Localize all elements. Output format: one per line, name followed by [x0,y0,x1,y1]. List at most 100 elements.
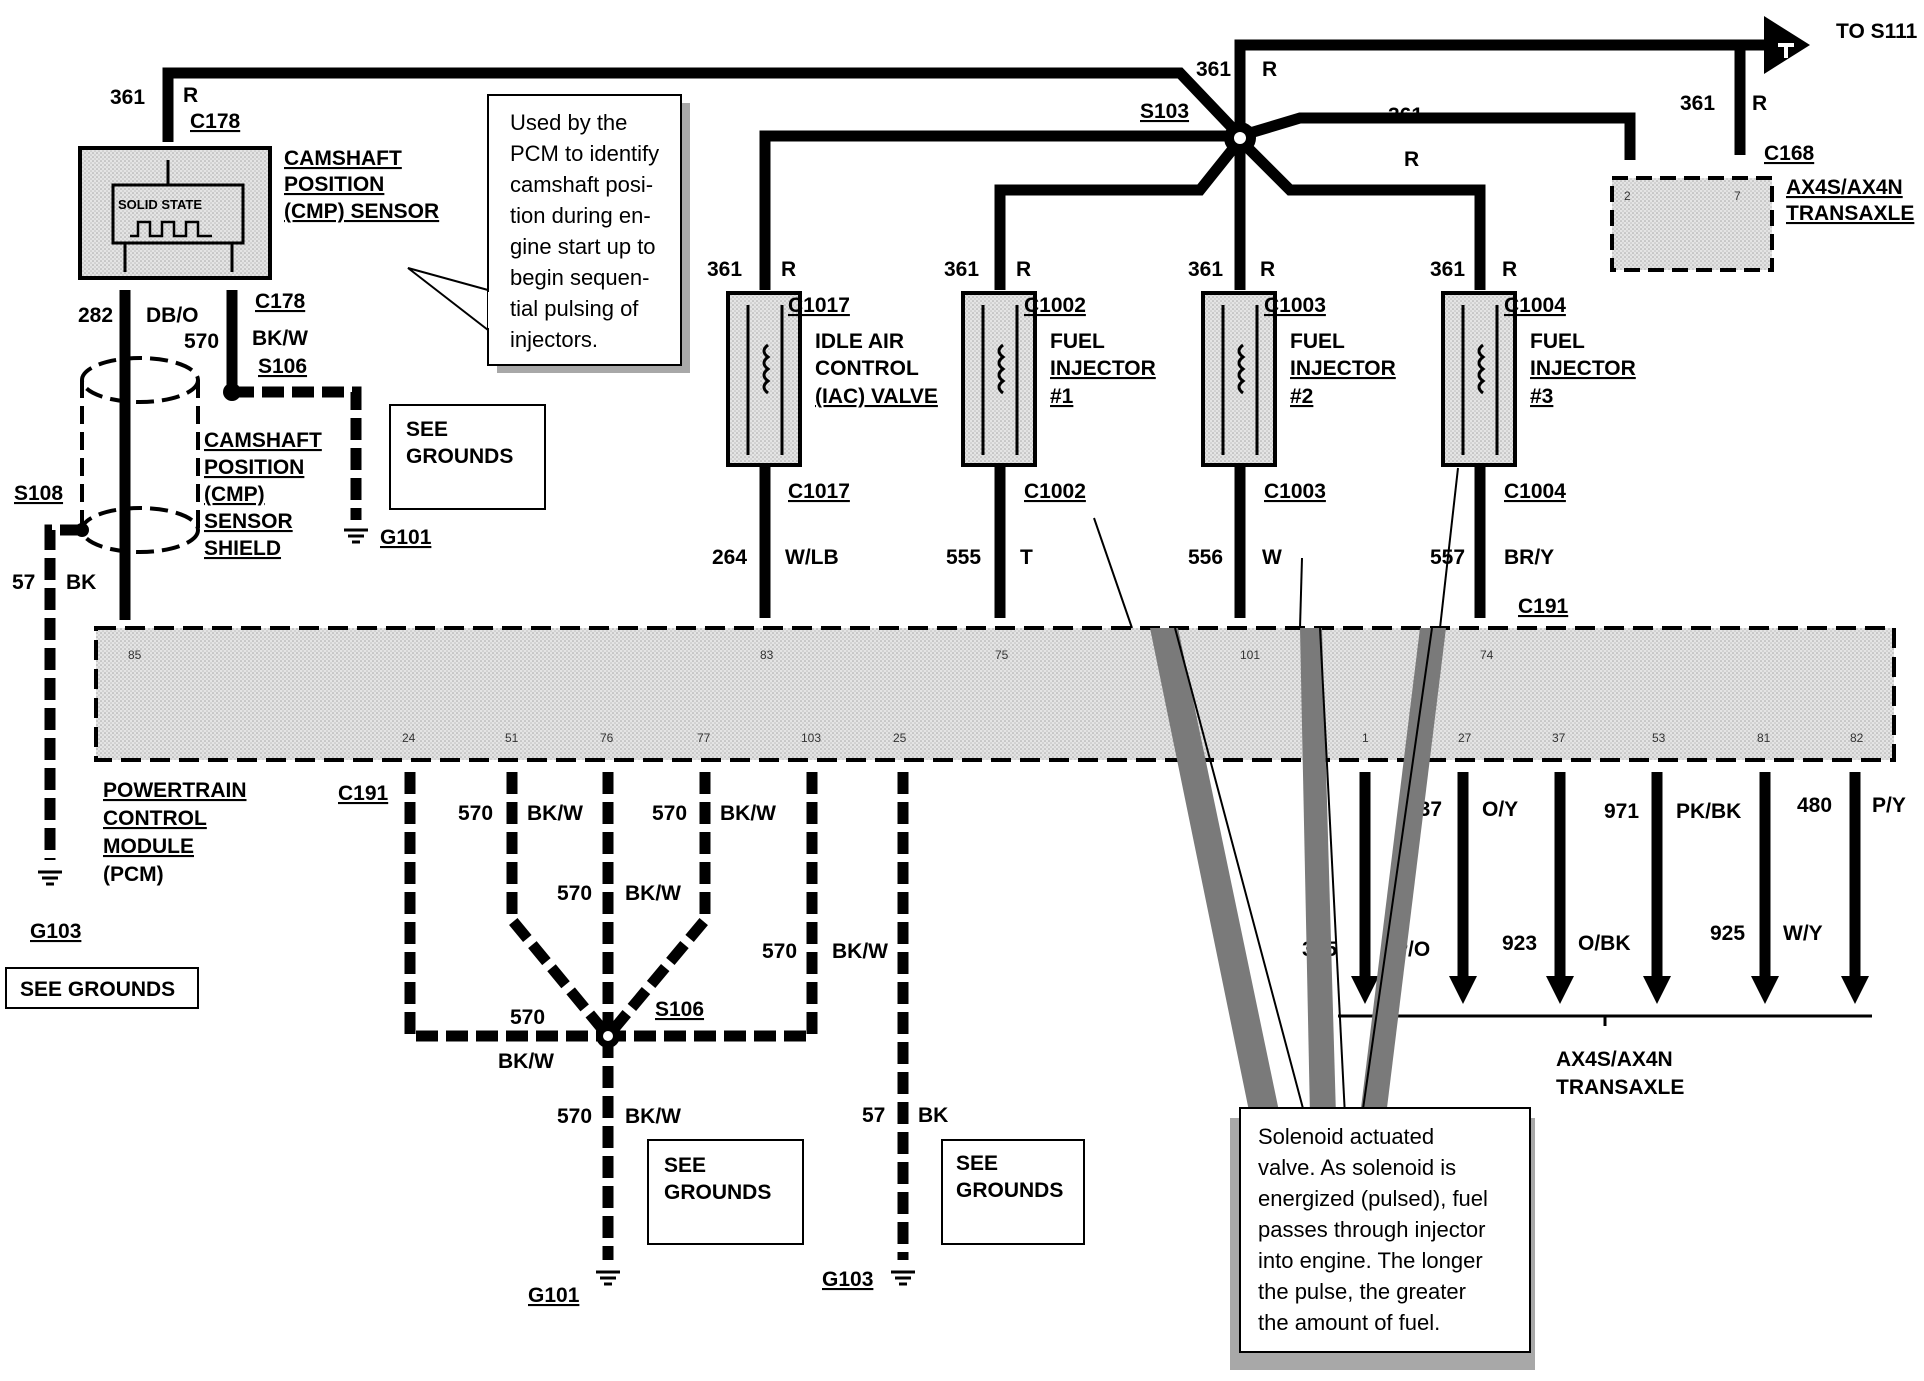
fuel-injector-3 [1441,291,1517,467]
ground-g103-bottom-icon [891,1270,915,1286]
callout-line: into engine. The longer [1258,1248,1483,1273]
wire-label-color: PK/BK [1676,800,1741,823]
pin-label: 53 [1652,731,1666,745]
wire-label-circuit: 361 [707,258,742,281]
wire-label-color: BR/Y [1504,546,1554,569]
wire-label-circuit: 361 [1680,92,1715,115]
pin-label: 82 [1850,731,1864,745]
cmp-sensor-shield [80,356,200,554]
connector-c1017-label: C1017 [788,294,850,317]
injector-1-label: FUEL [1050,330,1105,353]
ground-g101-top-icon [344,528,368,544]
see-grounds-box [941,1139,1085,1245]
wire-361-to-inj1 [994,136,1245,290]
wire-label-circuit: 57 [12,571,35,594]
transaxle-label: TRANSAXLE [1556,1076,1684,1099]
wire-label-circuit: 570 [557,882,592,905]
wire-label-circuit: 361 [110,86,145,109]
ground-g101-label: G101 [380,526,432,549]
iac-valve [726,291,802,467]
connector-c1004-label: C1004 [1504,294,1566,317]
transaxle-arrows [1351,976,1869,1004]
wire-label-color: BK/W [498,1050,554,1073]
pcm-module [94,626,1896,762]
injector-2-label: INJECTOR [1290,357,1396,380]
iac-label: IDLE AIR [815,330,904,353]
pin-label: 85 [128,648,142,662]
callout-pointer [407,267,489,333]
wire-label-circuit: 264 [712,546,747,569]
wire-label-circuit: 361 [1430,258,1465,281]
wire-label-circuit: 923 [1502,932,1537,955]
wire-label-color: R [1404,148,1419,171]
wire-label-color: R [1016,258,1031,281]
pin-label: 25 [893,731,907,745]
pcm-label: CONTROL [103,807,207,830]
power-feed-wires [162,39,1772,290]
pin-label: 37 [1552,731,1566,745]
wire-361-top-main [162,67,1244,142]
wire-label-circuit: 361 [1188,258,1223,281]
wire-label-color: R [1262,58,1277,81]
wire-label-color: BK/W [720,802,776,825]
see-grounds-label: SEE [664,1154,706,1177]
pin-label: 27 [1458,731,1472,745]
wire-label-color: BK/W [625,882,681,905]
callout-line: passes through injector [1258,1217,1485,1242]
wire-label-circuit: 570 [557,1105,592,1128]
connector-c1003-label: C1003 [1264,480,1326,503]
callout-line: gine start up to [510,234,656,259]
wire-label-color: R [183,84,198,107]
wire-label-circuit: 971 [1604,800,1639,823]
pin-label: 1 [1362,731,1369,745]
transaxle-label: AX4S/AX4N [1786,176,1903,199]
callout-line: Used by the [510,110,627,135]
callout-line: Solenoid actuated [1258,1124,1434,1149]
see-grounds-label: SEE GROUNDS [20,978,175,1001]
connector-c178-label: C178 [255,290,306,313]
transaxle-output-wires [1359,772,1861,978]
injector-3-label: INJECTOR [1530,357,1636,380]
wire-label-color: BK/W [252,327,308,350]
connector-c168-label: C168 [1764,142,1815,165]
wire-label-color: DB/O [146,304,199,327]
see-grounds-box [389,404,546,510]
wire-361-to-c168-pin2 [1238,112,1636,160]
cmp-shield-label: (CMP) [204,483,265,506]
wire-label-color: P/Y [1872,794,1906,817]
fuel-injector-1 [961,291,1037,467]
ground-g101-bottom-icon [596,1270,620,1286]
injector-1-label: #1 [1050,385,1074,408]
pin-label: 51 [505,731,519,745]
transaxle-label: AX4S/AX4N [1556,1048,1673,1071]
pin-label: 81 [1757,731,1771,745]
see-grounds-box [5,967,199,1009]
connector-c191-label: C191 [1518,595,1569,618]
callout-line: PCM to identify [510,141,659,166]
pcm-label: MODULE [103,835,194,858]
splice-s108 [75,523,89,537]
pcm-ground-labels: 570 BK/W 570 BK/W 570 BK/W 570 BK/W 570 … [458,802,948,1128]
wire-label-circuit: 570 [184,330,219,353]
callout-line: tial pulsing of [510,296,639,321]
wire-label-color: R [1502,258,1517,281]
see-grounds-label: GROUNDS [406,445,513,468]
wire-label-circuit: 282 [78,304,113,327]
ground-g101-label: G101 [528,1284,580,1307]
transaxle-label: TRANSAXLE [1786,202,1914,225]
wire-label-color: BK [66,571,96,594]
connector-c191-label: C191 [338,782,389,805]
splice-s106-label: S106 [655,998,704,1021]
transaxle-wire-labels: 315 P/O 237 O/Y 923 O/BK 971 PK/BK 925 W… [1302,794,1906,961]
pcm-label: POWERTRAIN [103,779,247,802]
wire-label-color: BK [918,1104,948,1127]
pin-label: 101 [1240,648,1260,662]
wire-label-circuit: 555 [946,546,981,569]
pcm-ground-wires [404,772,909,1260]
cmp-shield-label: SENSOR [204,510,293,533]
connector-c1017-label: C1017 [788,480,850,503]
callout-injector-box [1239,1107,1531,1353]
pin-label: 2 [1624,189,1631,203]
injector-2-label: FUEL [1290,330,1345,353]
